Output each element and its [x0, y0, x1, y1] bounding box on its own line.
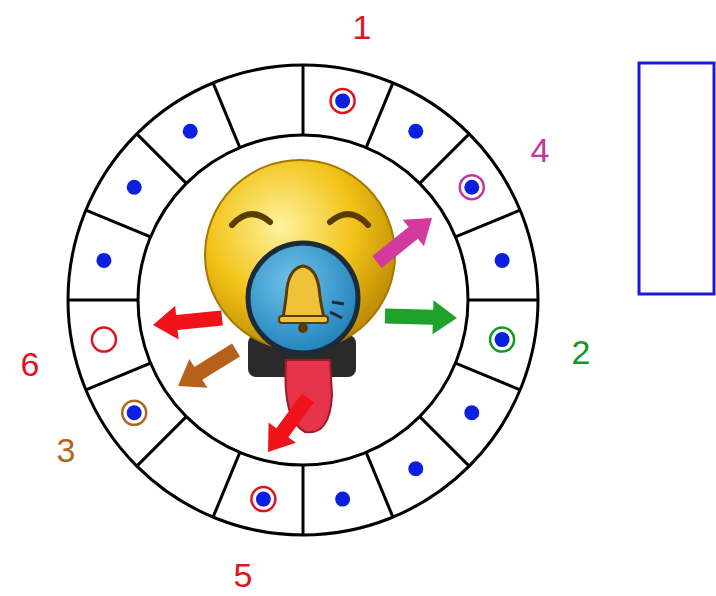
blue-dot [127, 180, 142, 195]
segment-divider [86, 363, 151, 390]
eye [232, 214, 270, 225]
direction-arrow [385, 300, 457, 334]
segment-divider [137, 134, 186, 183]
segment-divider [302, 65, 305, 135]
blue-dot [335, 93, 350, 108]
emoji-face [205, 160, 395, 432]
eye [330, 214, 368, 225]
segment-divider [468, 299, 538, 302]
blue-dot [127, 405, 142, 420]
inner-ring [138, 135, 468, 465]
segment-divider [455, 210, 520, 237]
direction-arrow [153, 306, 223, 340]
bell-rim [279, 316, 328, 323]
direction-arrow [268, 394, 314, 453]
segment-divider [366, 83, 393, 148]
ring-segments [68, 65, 538, 535]
blue-dot [335, 492, 350, 507]
blue-dot [256, 492, 271, 507]
marker-ring [251, 487, 275, 511]
blue-dot [464, 405, 479, 420]
marker-ring [460, 175, 484, 199]
blue-dot [408, 461, 423, 476]
marker-ring [122, 401, 146, 425]
segment-divider [420, 134, 469, 183]
blue-dot [408, 124, 423, 139]
segment-divider [68, 299, 138, 302]
ring-marks [330, 302, 344, 318]
segment-divider [213, 83, 240, 148]
segment-divider [302, 465, 305, 535]
outer-ring [68, 65, 538, 535]
callout-number: 1 [353, 10, 372, 44]
callout-number: 4 [531, 133, 550, 167]
callout-number: 2 [572, 335, 591, 369]
segment-divider [137, 417, 186, 466]
blue-dot [495, 253, 510, 268]
marker-ring [490, 328, 514, 352]
marker-ring [331, 89, 355, 113]
direction-arrow [372, 218, 432, 268]
segment-divider [455, 363, 520, 390]
blue-dot [464, 180, 479, 195]
blue-dot [96, 253, 111, 268]
callout-number: 6 [21, 347, 40, 381]
direction-arrow [178, 344, 240, 388]
bell [283, 266, 324, 318]
blue-dot [183, 124, 198, 139]
segment-divider [366, 452, 393, 517]
segment-divider [420, 417, 469, 466]
marker-ring [92, 328, 116, 352]
segment-divider [86, 210, 151, 237]
blue-dot [495, 332, 510, 347]
segment-divider [213, 452, 240, 517]
bell-clapper [298, 323, 308, 333]
direction-arrows [153, 218, 457, 452]
empty-box [639, 63, 714, 294]
callout-number: 5 [234, 558, 253, 592]
bell-badge [248, 243, 358, 353]
callout-number: 3 [57, 433, 76, 467]
